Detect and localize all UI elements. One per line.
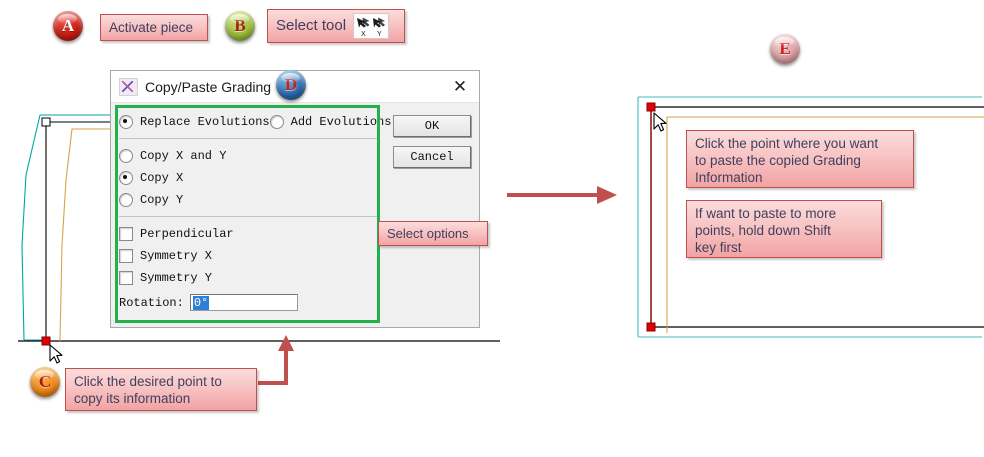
- radio-copy-x[interactable]: [119, 171, 133, 185]
- ok-button[interactable]: OK: [393, 115, 471, 137]
- select-tool-icon-y-label: Y: [377, 31, 382, 38]
- target-pattern-drawing[interactable]: [630, 85, 984, 345]
- callout-copy-point: Click the desired point to copy its info…: [65, 368, 257, 411]
- callout-paste-point-line2: to paste the copied Grading: [695, 153, 861, 168]
- connector-copy-to-dialog: [258, 335, 294, 385]
- callout-paste-point-line1: Click the point where you want: [695, 136, 879, 151]
- step-badge-a: A: [53, 11, 83, 41]
- radio-copy-x-and-y-label: Copy X and Y: [140, 149, 227, 163]
- cursor-arrow: [49, 344, 63, 364]
- step-badge-e: E: [770, 34, 800, 64]
- radio-row-copy-x[interactable]: Copy X: [119, 167, 377, 189]
- app-icon: [119, 77, 138, 96]
- callout-select-options: Select options: [378, 221, 488, 246]
- radio-replace-evolutions[interactable]: [119, 115, 133, 129]
- divider-1: [119, 138, 377, 139]
- checkbox-perpendicular[interactable]: [119, 227, 133, 241]
- radio-row-copy-xy[interactable]: Copy X and Y: [119, 145, 377, 167]
- radio-copy-x-and-y[interactable]: [119, 149, 133, 163]
- radio-add-evolutions[interactable]: [269, 115, 284, 129]
- step-badge-d: D: [276, 70, 306, 100]
- rotation-row[interactable]: Rotation: 0°: [119, 294, 377, 311]
- step-badge-e-letter: E: [779, 39, 791, 58]
- mode-radio-group[interactable]: Replace Evolutions Add Evolutions: [119, 111, 391, 133]
- selected-point-marker: [41, 336, 51, 346]
- step-badge-a-letter: A: [61, 16, 75, 35]
- step-badge-b-letter: B: [234, 16, 246, 35]
- dialog-title: Copy/Paste Grading: [145, 78, 272, 95]
- callout-copy-point-line2: copy its information: [74, 391, 191, 406]
- step-badge-b: B: [225, 11, 255, 41]
- radio-copy-x-label: Copy X: [140, 171, 184, 185]
- dialog-options-area: Replace Evolutions Add Evolutions Copy X…: [119, 111, 391, 311]
- callout-shift-hint: If want to paste to more points, hold do…: [686, 200, 882, 258]
- checkbox-row-perpendicular[interactable]: Perpendicular: [119, 223, 377, 245]
- radio-add-evolutions-label: Add Evolutions: [290, 115, 392, 129]
- callout-copy-point-line1: Click the desired point to: [74, 374, 222, 389]
- flow-arrow-right: [507, 186, 617, 204]
- copy-paste-grading-dialog[interactable]: Copy/Paste Grading ✕ Replace Evolutions …: [110, 70, 480, 328]
- callout-activate-piece: Activate piece: [100, 14, 208, 41]
- rotation-input[interactable]: 0°: [189, 294, 298, 311]
- callout-shift-hint-line3: key first: [695, 240, 742, 255]
- callout-activate-piece-line1: Activate piece: [109, 19, 194, 35]
- cursor-arrow-right: [653, 112, 667, 132]
- radio-copy-y-label: Copy Y: [140, 193, 184, 207]
- cancel-button[interactable]: Cancel: [393, 146, 471, 168]
- checkbox-symmetry-x[interactable]: [119, 249, 133, 263]
- step-badge-c-letter: C: [38, 372, 52, 391]
- select-tool-icon-glyph: X Y: [357, 17, 386, 38]
- callout-paste-point-line3: Information: [695, 170, 763, 185]
- checkbox-perpendicular-label: Perpendicular: [140, 227, 234, 241]
- callout-shift-hint-line1: If want to paste to more: [695, 206, 837, 221]
- checkbox-symmetry-y[interactable]: [119, 271, 133, 285]
- checkbox-symmetry-y-label: Symmetry Y: [140, 271, 213, 285]
- checkbox-symmetry-x-label: Symmetry X: [140, 249, 213, 263]
- checkbox-row-symmetry-y[interactable]: Symmetry Y: [119, 267, 377, 289]
- checkbox-row-symmetry-x[interactable]: Symmetry X: [119, 245, 377, 267]
- callout-select-tool: Select tool X Y: [267, 9, 405, 43]
- step-badge-d-letter: D: [284, 75, 298, 94]
- paste-point-marker-bottom: [646, 322, 656, 332]
- step-badge-c: C: [30, 367, 60, 397]
- callout-shift-hint-line2: points, hold down Shift: [695, 223, 831, 238]
- radio-copy-y[interactable]: [119, 193, 133, 207]
- callout-paste-point: Click the point where you want to paste …: [686, 130, 914, 188]
- rotation-value: 0°: [192, 295, 210, 310]
- radio-row-copy-y[interactable]: Copy Y: [119, 189, 377, 211]
- select-tool-icon-x-label: X: [361, 31, 366, 38]
- radio-replace-evolutions-label: Replace Evolutions: [140, 115, 270, 129]
- rotation-label: Rotation:: [119, 295, 184, 310]
- select-tool-icon[interactable]: X Y: [353, 12, 390, 39]
- paste-point-marker-top: [646, 102, 656, 112]
- close-icon[interactable]: ✕: [452, 76, 468, 96]
- callout-select-options-line1: Select options: [387, 225, 469, 241]
- divider-2: [119, 216, 377, 217]
- corner-handle: [41, 117, 51, 127]
- callout-select-tool-line1: Select tool: [276, 17, 347, 34]
